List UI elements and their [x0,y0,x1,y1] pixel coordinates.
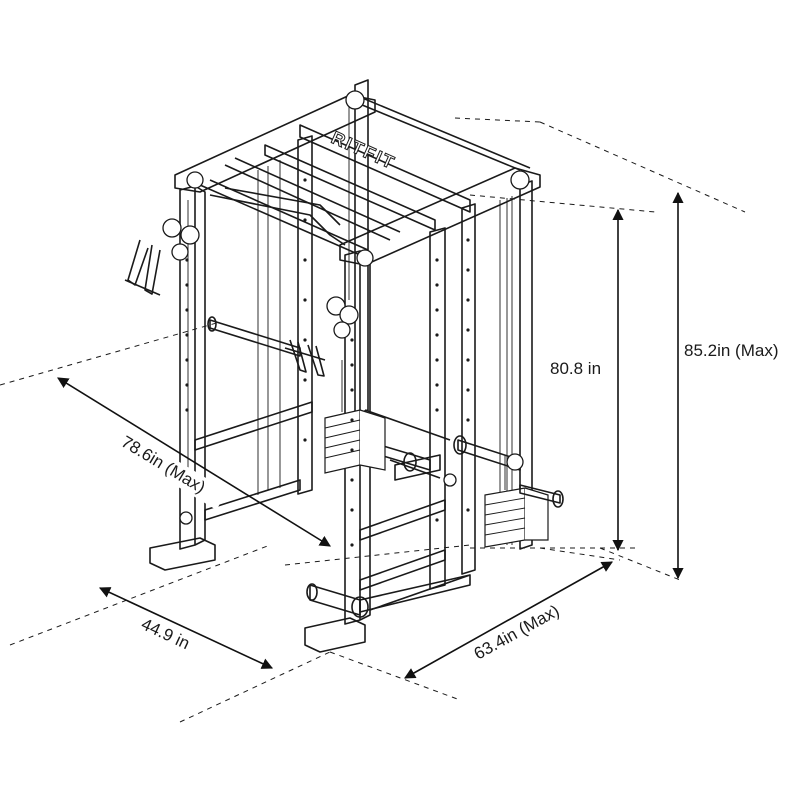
pulleys [162,90,530,525]
width-max-label: 63.4in (Max) [471,601,563,663]
dimension-labels: 85.2in (Max) 80.8 in 78.6in (Max) 44.9 i… [113,340,795,663]
height-max-label: 85.2in (Max) [684,341,778,360]
weight-stack-left [324,360,386,474]
length-max-dimension [57,377,331,547]
brand-logo: RITFIT [328,127,399,174]
dimension-lines [57,191,684,679]
depth-dimension [98,587,274,669]
depth-label: 44.9 in [138,614,192,653]
height-inner-label: 80.8 in [550,359,601,378]
svg-text:RITFIT: RITFIT [328,127,398,173]
rear-left-foot [149,537,216,571]
front-left-foot [304,617,366,653]
width-max-dimension [404,561,613,679]
weight-stack-right [484,455,549,548]
cable-handles [124,239,326,377]
extension-lines [0,117,746,723]
top-right-rail [339,167,541,266]
power-rack-frame: RITFIT [124,79,564,653]
